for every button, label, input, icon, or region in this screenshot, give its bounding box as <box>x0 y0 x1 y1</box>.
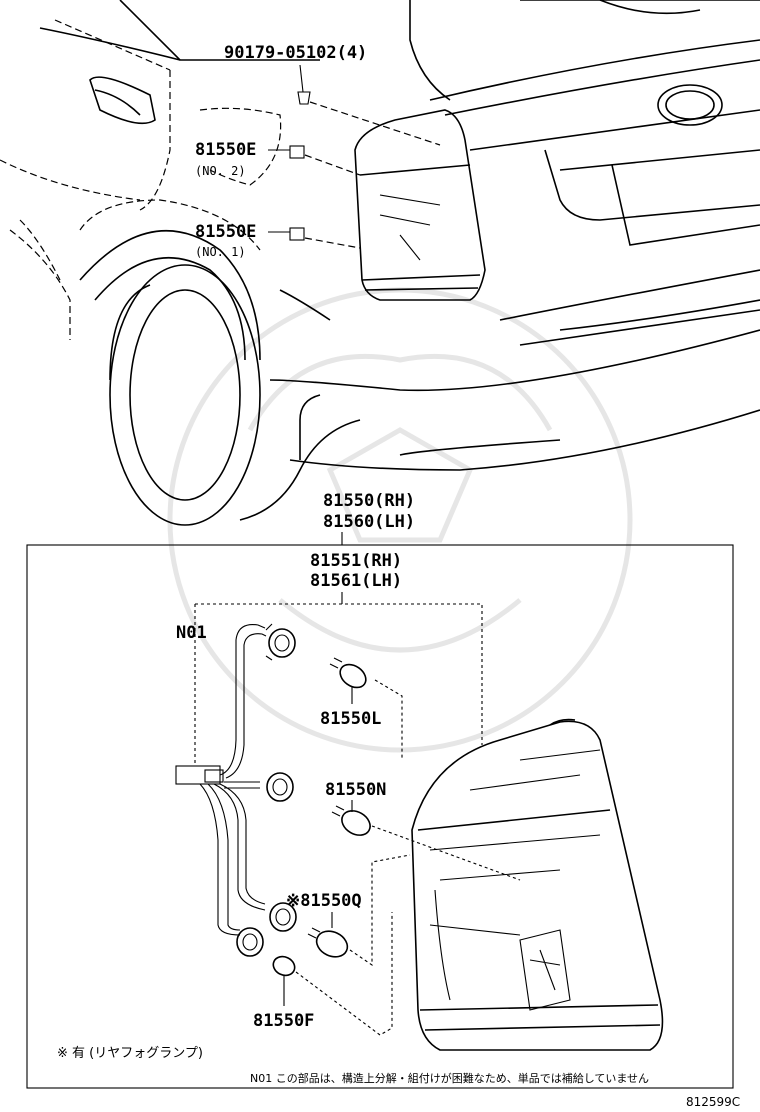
callout-assembly: 81550(RH) 81560(LH) <box>323 491 415 545</box>
bulb-q-icon <box>315 930 349 958</box>
part-number-assembly-lh: 81560(LH) <box>323 512 415 532</box>
part-number-bolt: 90179-05102(4) <box>224 43 367 63</box>
part-number-lens-lh: 81561(LH) <box>310 571 402 591</box>
wiring-harness <box>175 623 297 957</box>
part-number-socket-no1: 81550E <box>195 222 256 242</box>
label-socket-no1: (NO. 1) <box>195 245 246 259</box>
bulb-f-group: 81550F <box>253 912 393 1036</box>
bulb-f-icon <box>272 955 296 977</box>
part-number-bulb-q: ※81550Q <box>286 891 362 911</box>
bulb-l-group: 81550L <box>320 657 403 760</box>
part-number-assembly-rh: 81550(RH) <box>323 491 415 511</box>
part-number-bulb-l: 81550L <box>320 709 381 729</box>
part-number-socket-no2: 81550E <box>195 140 256 160</box>
clip-icon-no1 <box>289 227 305 241</box>
part-number-n01: N01 <box>176 623 207 643</box>
socket-lower-right-icon <box>269 902 297 932</box>
callout-socket-no2: 81550E (NO. 2) <box>195 140 361 178</box>
bulb-n-group: 81550N <box>325 780 521 881</box>
fog-lamp-note: ※ 有 (リヤフォグランプ) <box>57 1046 203 1061</box>
vehicle-rear-illustration <box>0 0 760 526</box>
callout-bolt: 90179-05102(4) <box>224 43 441 146</box>
socket-middle-icon <box>266 772 294 802</box>
callout-socket-no1: 81550E (NO. 1) <box>195 222 361 259</box>
part-number-bulb-f: 81550F <box>253 1011 314 1031</box>
clip-icon-no2 <box>289 145 305 159</box>
label-socket-no2: (NO. 2) <box>195 164 246 178</box>
bulb-q-group: ※81550Q <box>286 854 411 967</box>
bulb-l-icon <box>339 663 367 689</box>
callout-lens: 81551(RH) 81561(LH) <box>194 551 483 765</box>
part-number-lens-rh: 81551(RH) <box>310 551 402 571</box>
bolt-icon <box>297 91 311 105</box>
socket-lower-left-icon <box>236 927 264 957</box>
part-number-bulb-n: 81550N <box>325 780 386 800</box>
rear-combination-lamp-icon <box>411 718 664 1051</box>
illustration-id: 812599C <box>686 1095 740 1109</box>
n01-note: N01 この部品は、構造上分解・組付けが困難なため、単品では補給していません <box>250 1071 649 1085</box>
exploded-view-frame <box>26 544 734 1089</box>
socket-upper-icon <box>265 623 296 661</box>
bulb-n-icon <box>341 810 371 836</box>
